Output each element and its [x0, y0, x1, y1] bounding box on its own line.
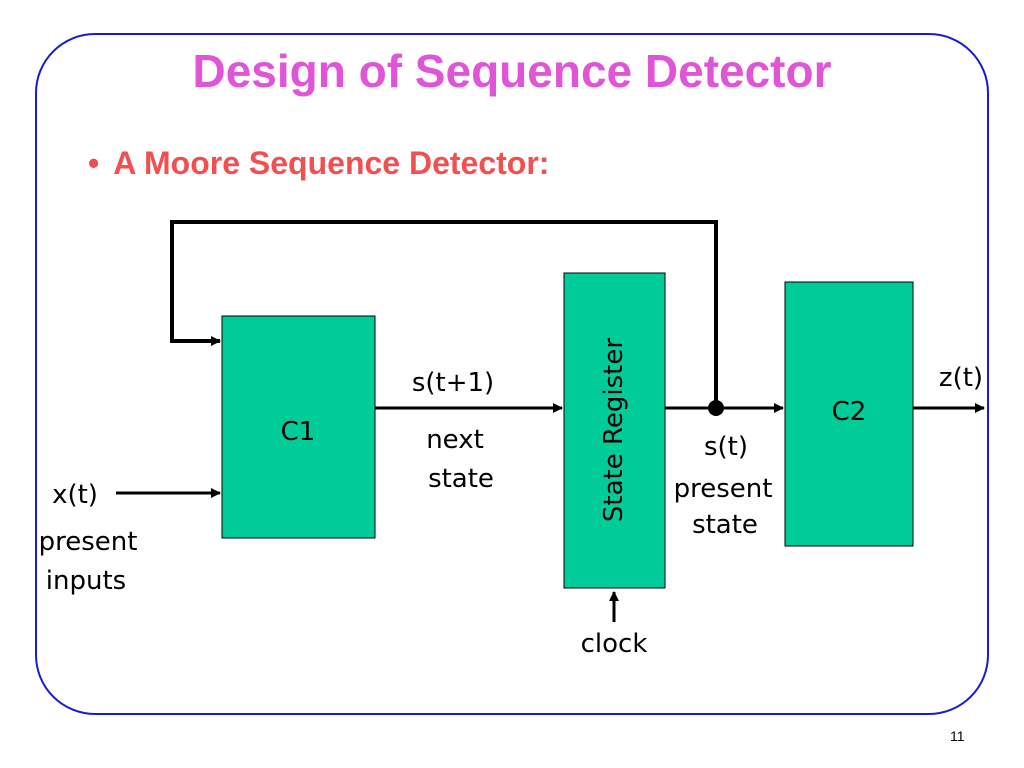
clock-label: clock — [581, 629, 648, 659]
slide-title: Design of Sequence Detector — [192, 45, 832, 97]
bullet-dot: • — [88, 145, 100, 181]
junction-dot — [708, 400, 724, 416]
feedback-wire — [170, 220, 718, 408]
output-signal-label: z(t) — [939, 363, 983, 393]
input-signal-label: x(t) — [52, 480, 98, 510]
c2-block — [784, 281, 914, 547]
c1-block — [221, 315, 376, 539]
bullet-text: A Moore Sequence Detector: — [113, 145, 550, 181]
bullet-item: • A Moore Sequence Detector: — [88, 145, 549, 182]
present-desc-line1: present — [674, 474, 773, 504]
next-desc-line1: next — [426, 425, 484, 455]
state-register-block — [563, 272, 666, 589]
input-desc-line2: inputs — [46, 566, 126, 596]
input-desc-line1: present — [39, 527, 138, 557]
present-desc-line2: state — [692, 510, 758, 540]
slide-frame — [35, 33, 989, 715]
page-number: 11 — [950, 728, 965, 744]
c2-label: C2 — [832, 397, 867, 427]
state-register-label: State Register — [599, 338, 629, 522]
next-signal-label: s(t+1) — [412, 368, 494, 398]
c1-label: C1 — [281, 417, 316, 447]
next-desc-line2: state — [428, 464, 494, 494]
present-signal-label: s(t) — [704, 432, 748, 462]
